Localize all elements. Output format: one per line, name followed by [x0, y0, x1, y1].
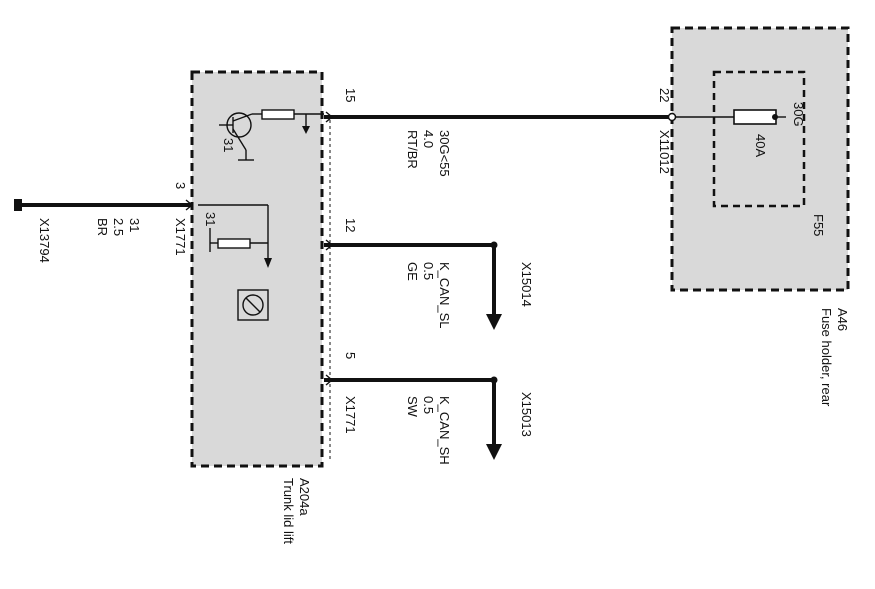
ground-label-b: 31: [203, 212, 218, 226]
pin-3-connector: [185, 199, 194, 211]
fuse-holder-ref: A46: [835, 308, 850, 331]
motor-icon-slash: [245, 297, 261, 313]
fuse-inner-box: [712, 70, 806, 208]
can-l-arrow-head: [486, 314, 502, 330]
wire-can-h-color: SW: [405, 396, 420, 418]
pin-22-label: 22: [657, 88, 672, 102]
pin-12-connector: [325, 239, 334, 251]
wire-can-h-size: 0.5: [421, 396, 436, 414]
trunk-module-ref: A204a: [297, 478, 312, 516]
wire-can-l-signal: K_CAN_SL: [437, 262, 452, 328]
motor-icon: [242, 294, 264, 316]
connector-x15014: X15014: [519, 262, 534, 307]
fuse-body[interactable]: [733, 109, 777, 125]
fuse-terminal-label: 30G: [791, 102, 806, 127]
wire-can-l-color: GE: [405, 262, 420, 281]
internal-arrow: [264, 258, 272, 268]
pin-12-label: 12: [343, 218, 358, 232]
pin-15-label: 15: [343, 88, 358, 102]
ground-terminal-x13794: [14, 199, 22, 211]
pin-3-label: 3: [173, 182, 188, 189]
resistor-upper: [261, 109, 295, 120]
connector-x13794: X13794: [37, 218, 52, 263]
trunk-lid-lift-module[interactable]: [190, 70, 324, 468]
ground-label-a: 31: [221, 138, 236, 152]
motor-icon-frame: [237, 289, 269, 321]
transistor-collector: [232, 113, 253, 122]
transistor-emitter: [232, 128, 247, 151]
connector-x1771-left: X1771: [173, 218, 188, 256]
wire-left-color: BR: [95, 218, 110, 236]
fuse-holder-name: Fuse holder, rear: [819, 308, 834, 407]
resistor-lower: [217, 238, 251, 249]
pin-15-connector: [325, 111, 334, 123]
pin-5-label: 5: [343, 352, 358, 359]
upper-tap-arrow: [302, 126, 310, 134]
wire-power-size: 4.0: [421, 130, 436, 148]
wire-left-signal: 31: [127, 218, 142, 232]
wire-left-size: 2.5: [111, 218, 126, 236]
fuse-terminal-dot: [772, 114, 778, 120]
wire-can-l-size: 0.5: [421, 262, 436, 280]
wire-power-signal: 30G<55: [437, 130, 452, 177]
fuse-ref: F55: [811, 214, 826, 236]
pin-22-connector: [667, 112, 677, 122]
wire-power-color: RT/BR: [405, 130, 420, 169]
pin-5-connector: [325, 374, 334, 386]
connector-x11012: X11012: [657, 130, 672, 174]
can-h-arrow-head: [486, 444, 502, 460]
connector-x15013: X15013: [519, 392, 534, 437]
fuse-rating: 40A: [753, 134, 768, 157]
wire-can-h-signal: K_CAN_SH: [437, 396, 452, 465]
trunk-module-name: Trunk lid lift: [281, 478, 296, 544]
connector-x1771-bottom: X1771: [343, 396, 358, 434]
